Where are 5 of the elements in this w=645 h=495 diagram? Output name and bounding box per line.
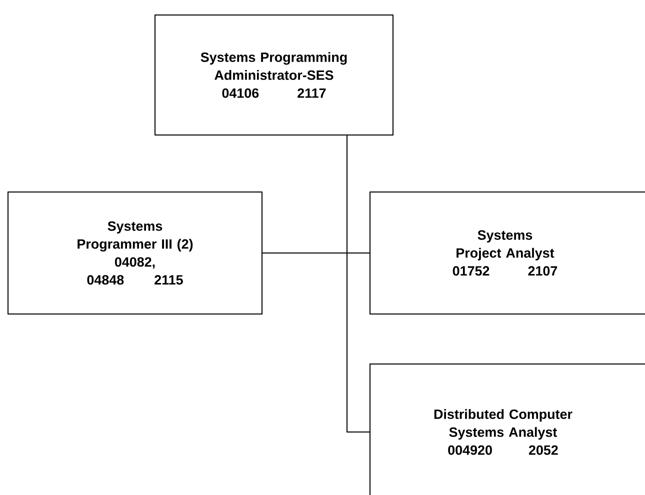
position-box: Systems Programming Administrator-SES 04106 2117: [154, 14, 394, 136]
position-box: Systems Programmer III (2) 04082, 04848 2115: [8, 192, 262, 314]
position-box: Distributed Computer Systems Analyst 004920 2052: [370, 364, 645, 495]
connector-line: [346, 135, 370, 432]
position-box: Systems Project Analyst 01752 2107: [370, 192, 645, 314]
